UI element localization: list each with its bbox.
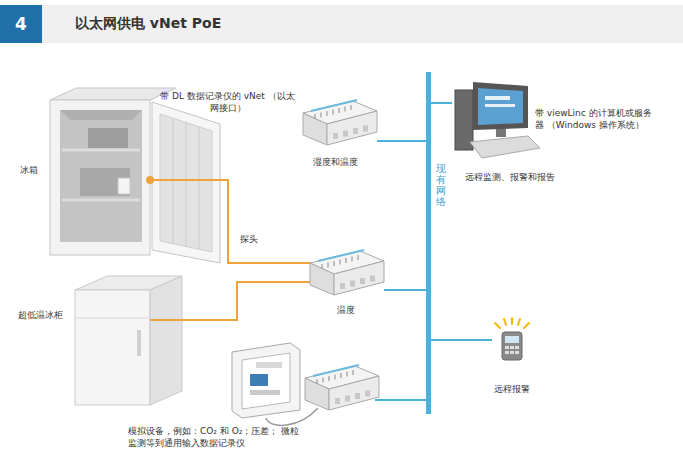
analog-device-drawing-part (232, 343, 300, 418)
ultra-low-freezer: 超低温冰柜 (72, 268, 184, 408)
vnet-devices-part (303, 100, 377, 145)
node-label: 远程报警 (494, 384, 530, 396)
network-cable (431, 102, 452, 104)
vnet-devices-part (310, 250, 384, 295)
fridge-drawing (50, 88, 223, 263)
node-label: 温度 (337, 305, 355, 317)
alarm-drawing-part (505, 336, 519, 343)
freezer-drawing-part (137, 330, 141, 356)
freezer-drawing-part (75, 290, 150, 405)
fridge-drawing-part (160, 114, 212, 252)
node-label: 远程监测、报警和报告 (465, 172, 555, 184)
network-cable (431, 339, 492, 341)
alarm-drawing-part-part (515, 351, 519, 354)
freezer-drawing-part (75, 318, 150, 319)
alarm-drawing-part-part (495, 323, 500, 328)
alarm-drawing-part-part (511, 318, 513, 324)
node-label: 超低温冰柜 (18, 310, 63, 322)
fridge-drawing-part (50, 100, 150, 255)
probe-cable (223, 180, 310, 263)
network-bar: 现有网络 (426, 72, 431, 414)
fridge-drawing-part-part (186, 122, 187, 247)
vnet-devices (303, 100, 384, 410)
computer-drawing-part (496, 129, 506, 137)
alarm-drawing-part-part (505, 351, 509, 354)
alarm-drawing-part-part (524, 323, 529, 328)
analog-device: 模拟设备，例如：CO₂ 和 O₂；压差； 微粒监测等到通用输入数据记录仪 (228, 343, 304, 419)
fridge-drawing-part (88, 128, 128, 148)
analog-device-drawing-part (250, 374, 268, 386)
node-label: 现有网络 (436, 163, 446, 207)
computer-drawing-part (485, 96, 510, 100)
fridge-drawing-part (152, 102, 220, 263)
alarm-drawing-part-part (510, 346, 514, 349)
vnet-humidity-logger: 湿度和温度 (303, 95, 377, 147)
computer-drawing-part (485, 104, 515, 107)
fridge-drawing-part-part (199, 127, 200, 249)
node-label: 湿度和温度 (313, 157, 358, 169)
fridge-drawing-part (50, 88, 176, 100)
computer-drawing-part (470, 136, 540, 158)
alarm-drawing-part (502, 332, 522, 360)
fridge-drawing-part (146, 176, 154, 184)
freezer-drawing-part (150, 319, 184, 321)
alarm-drawing-part (495, 318, 529, 328)
section-number: 4 (0, 5, 42, 43)
alarm-drawing-part-part (510, 351, 514, 354)
analog-device-drawing-part (250, 390, 280, 395)
network-cable (377, 140, 426, 142)
computer-drawing-part (473, 82, 528, 130)
third-vnet-wiring-part (375, 399, 426, 401)
alarm-drawing-part-part (515, 346, 519, 349)
freezer-drawing (75, 276, 184, 405)
alarm-drawing (495, 318, 529, 360)
computer: 带 viewLinc 的计算机或服务器 （Windows 操作系统）远程监测、报… (452, 78, 534, 163)
computer-drawing (455, 82, 540, 158)
alarm-drawing-part-part (518, 319, 520, 325)
edge-label: 探头 (238, 234, 260, 245)
node-label: 冰箱 (20, 165, 38, 177)
diagram-title: 以太网供电 vNet PoE (75, 15, 221, 33)
fridge-drawing-part (150, 179, 223, 181)
alarm-drawing-part-part (504, 319, 506, 325)
computer-drawing-part (455, 90, 473, 150)
fridge-drawing-part (60, 110, 142, 120)
freezer-drawing-part (150, 276, 182, 405)
vnet-devices-part (305, 365, 379, 410)
analog-device-drawing-part (242, 353, 290, 409)
header-band-part (0, 5, 42, 43)
header-band (0, 5, 683, 43)
node-label: 模拟设备，例如：CO₂ 和 O₂；压差； 微粒监测等到通用输入数据记录仪 (128, 426, 308, 449)
computer-drawing-part (478, 88, 523, 125)
alarm-drawing-part-part (505, 346, 509, 349)
remote-alarm: 远程报警 (492, 316, 530, 362)
header-band-part (0, 5, 683, 43)
probe-cable (184, 282, 310, 320)
analog-device-drawing-part (256, 362, 282, 368)
node-label: 带 viewLinc 的计算机或服务器 （Windows 操作系统） (535, 108, 660, 131)
vnet-temperature-logger: 温度 (310, 245, 384, 297)
fridge-drawing-part (62, 149, 140, 152)
fridge-drawing-part (60, 110, 142, 242)
network-cable (384, 289, 426, 291)
fridge-drawing-part (173, 118, 199, 249)
device-caption: 带 DL 数据记录仪的 vNet （以太网接口） (160, 91, 295, 114)
fridge-drawing-part (62, 199, 140, 202)
fridge-drawing-part (118, 178, 130, 194)
alarm-drawing-part (505, 346, 519, 354)
analog-device-drawing (232, 343, 300, 418)
fridge-drawing-part (80, 168, 130, 196)
fridge: 冰箱 (45, 88, 223, 263)
